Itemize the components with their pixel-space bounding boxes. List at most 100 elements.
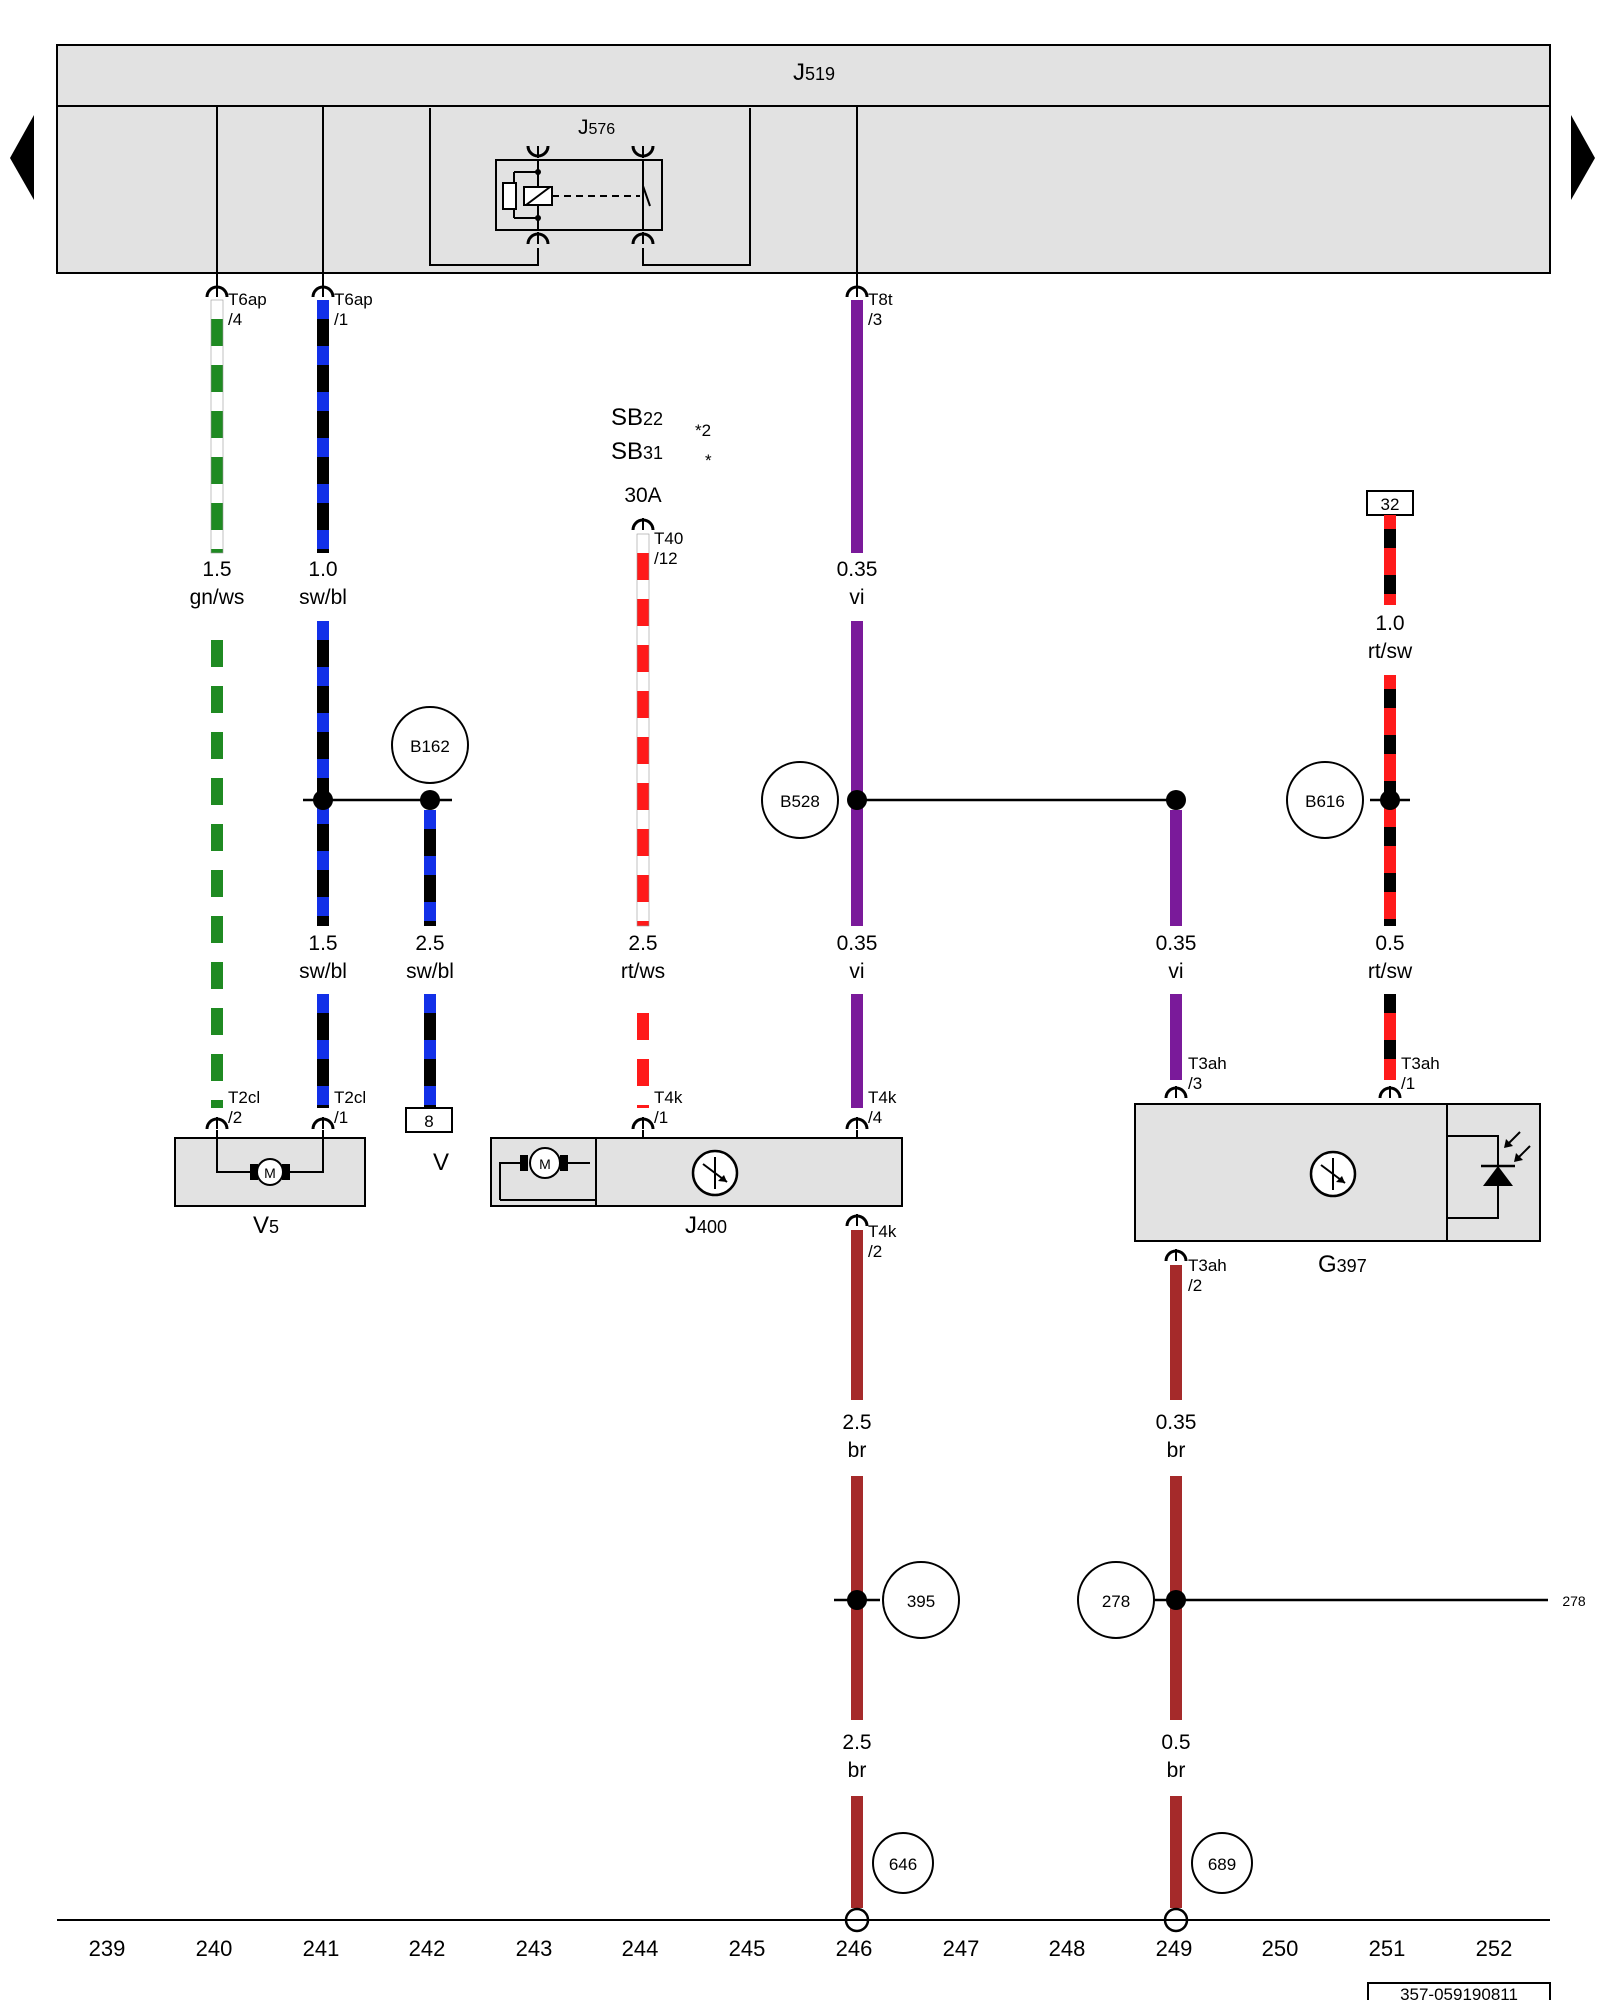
connector-t4k-1 [631,1115,655,1131]
wire-br-2-color: br [848,1759,867,1782]
grid-number: 249 [1156,1936,1193,1961]
wire-rt-sw-2 [1384,994,1396,1080]
connector-t4k-2 [845,1212,869,1228]
component-g397-label: G397 [1318,1251,1367,1278]
connector-t4k-4-label: T4k/4 [868,1088,897,1127]
wire-sw-bl-1-color: sw/bl [299,586,347,609]
wire-rt-ws-size: 2.5 [628,932,657,955]
connector-t4k-1-label: T4k/1 [654,1088,683,1127]
wire-rt-sw-2-size: 0.5 [1375,932,1404,955]
grid-number: 246 [836,1936,873,1961]
wire-br-4-color: br [1167,1759,1186,1782]
component-j400: M [490,1130,903,1207]
previous-page-arrow-icon[interactable] [10,115,34,200]
ground-278-circle [1077,1561,1155,1639]
wire-rt-sw-2-color: rt/sw [1368,960,1413,983]
connector-t2cl-2-label: T2cl/2 [228,1088,260,1127]
wire-vi-1 [851,300,863,553]
splice-b162-circle [391,706,469,784]
connector-t4k-2-label: T4k/2 [868,1222,897,1261]
wire-vi-3-lower [1170,994,1182,1080]
reference-box-8 [405,1107,453,1133]
ground-646-label: 646 [889,1855,917,1874]
connector-t3ah-3 [1164,1084,1188,1100]
ground-395-circle [882,1561,960,1639]
wire-br-1-color: br [848,1439,867,1462]
reference-v-label: V [433,1149,449,1176]
splice-b528-label: B528 [780,792,820,811]
grid-number: 252 [1476,1936,1513,1961]
relay-j576: J576 [429,108,751,266]
grid-number: 241 [303,1936,340,1961]
wire-vi-2-size: 0.35 [837,932,878,955]
component-v5: M [174,1130,366,1207]
wire-br-2-size: 2.5 [842,1731,871,1754]
splice-b616-label: B616 [1305,792,1345,811]
wire-rt-ws-color: rt/ws [621,960,665,983]
wire-sw-bl-3 [317,994,329,1108]
connector-t3ah-2-label: T3ah/2 [1188,1256,1227,1295]
wire-rt-ws [636,533,650,1108]
component-v5-label: V5 [253,1212,279,1239]
splice-b528-circle [761,761,839,839]
wire-rt-sw-1-color: rt/sw [1368,640,1413,663]
connector-t3ah-1-label: T3ah/1 [1401,1054,1440,1093]
wire-rt-sw-1-size: 1.0 [1375,612,1404,635]
wire-sw-bl-1-size: 1.0 [308,558,337,581]
grid-number: 248 [1049,1936,1086,1961]
wire-br-4-size: 0.5 [1161,1731,1190,1754]
wire-vi-3 [1170,810,1182,926]
ground-646-circle [872,1832,934,1894]
fuse-rating: 30A [624,484,661,507]
connector-t3ah-3-label: T3ah/3 [1188,1054,1227,1093]
grid-number: 239 [89,1936,126,1961]
connector-t40-12 [631,516,655,532]
photodiode-icon [1483,1166,1513,1186]
control-unit-j519: J519 [56,44,1551,274]
component-g397 [1134,1103,1541,1242]
connector-t6ap-4-label: T6ap/4 [228,290,267,329]
wire-sw-bl-3-color: sw/bl [299,960,347,983]
connector-t6ap-1-label: T6ap/1 [334,290,373,329]
ground-689-circle [1191,1832,1253,1894]
wire-sw-bl-2-size: 2.5 [415,932,444,955]
grid-number: 245 [729,1936,766,1961]
wire-sw-bl-1 [317,300,329,926]
wire-sw-bl-3-size: 1.5 [308,932,337,955]
splice-b162-label: B162 [410,737,450,756]
wire-br-3-color: br [1167,1439,1186,1462]
document-id-box [1367,1982,1551,2000]
fuse-sb31-label: SB31 [611,438,663,465]
grid-number: 250 [1262,1936,1299,1961]
splice-b616-circle [1286,761,1364,839]
wire-gn-ws [210,299,224,1108]
wire-vi-2 [851,621,863,926]
wire-br-3-size: 0.35 [1156,1411,1197,1434]
reference-8-label: 8 [424,1112,433,1131]
wire-sw-bl-2-color: sw/bl [406,960,454,983]
wire-vi-2-color: vi [849,960,864,983]
connector-t8t-3-label: T8t/3 [868,290,893,329]
control-unit-label: J519 [793,59,835,86]
wire-gn-ws-color: gn/ws [190,586,245,609]
wire-br-1-size: 2.5 [842,1411,871,1434]
wire-vi-1-color: vi [849,586,864,609]
wire-br-2 [851,1796,863,1908]
next-page-arrow-icon[interactable] [1571,115,1595,200]
grid-number: 242 [409,1936,446,1961]
document-id: 357-059190811 [1400,1985,1518,2000]
wire-vi-1-size: 0.35 [837,558,878,581]
grid-number: 243 [516,1936,553,1961]
reference-278-label: 278 [1562,1593,1586,1609]
wire-vi-3-color: vi [1168,960,1183,983]
fuse-sb31-note: * [705,451,712,470]
connector-t2cl-1-label: T2cl/1 [334,1088,366,1127]
j400-motor-icon: M [539,1156,551,1172]
connector-t2cl-2 [205,1115,229,1131]
grid-number: 247 [943,1936,980,1961]
connector-t3ah-1 [1378,1084,1402,1100]
wire-br-4 [1170,1796,1182,1908]
motor-icon: M [264,1165,276,1181]
connector-t3ah-2 [1164,1247,1188,1263]
